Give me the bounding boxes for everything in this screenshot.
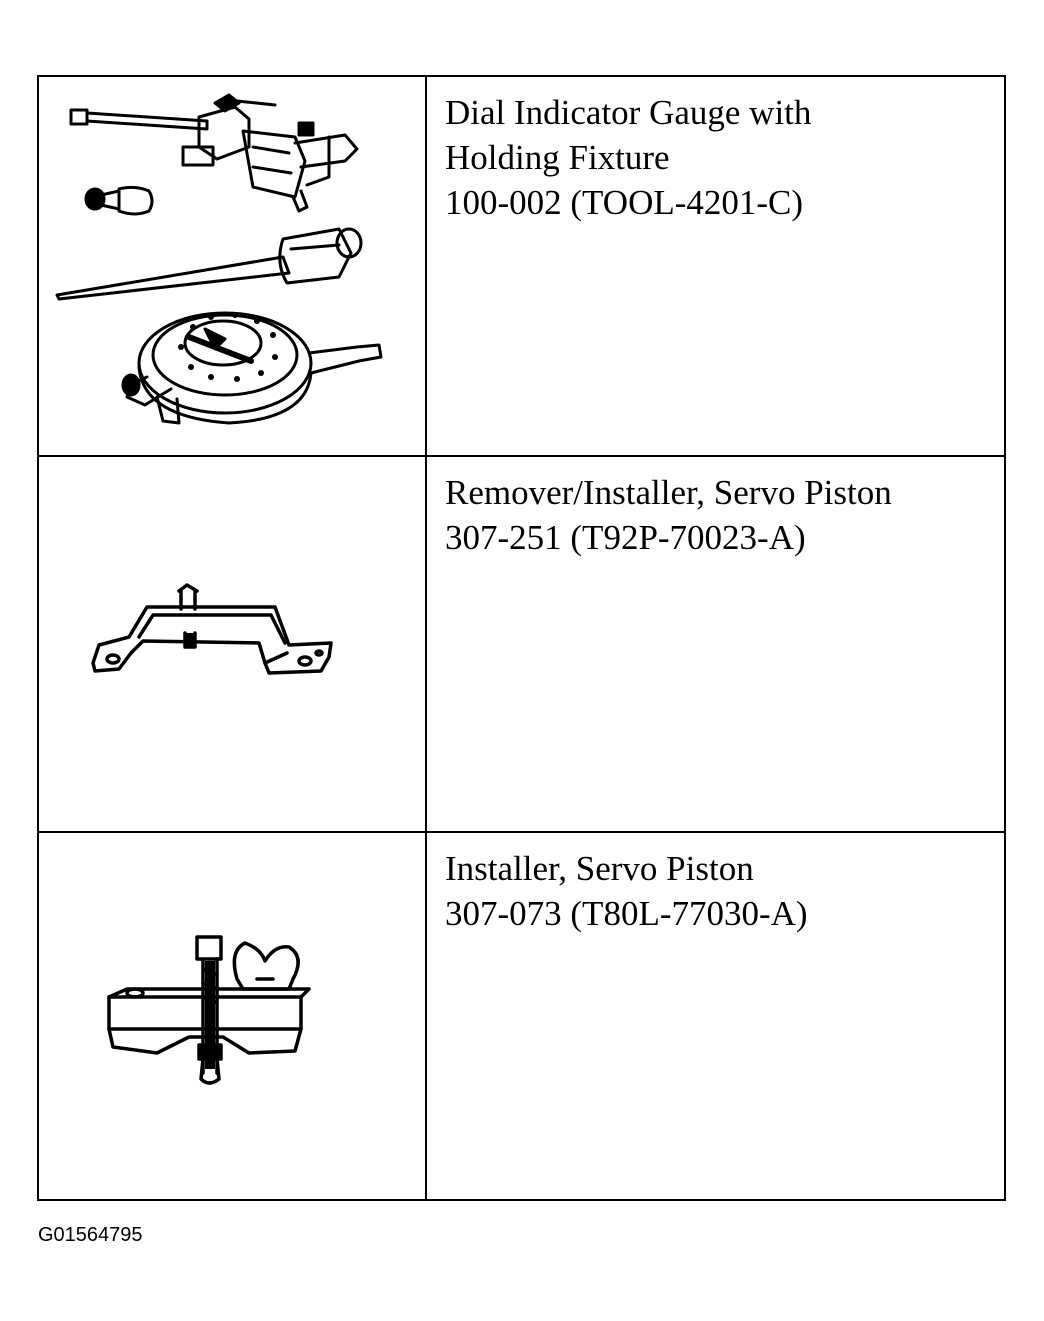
- tool-description-cell: Dial Indicator Gauge with Holding Fixtur…: [427, 77, 1004, 457]
- tool-description-cell: Installer, Servo Piston 307-073 (T80L-77…: [427, 833, 1004, 1199]
- dial-indicator-gauge-icon: [55, 93, 383, 425]
- tool-illustration-cell: [39, 457, 427, 833]
- servo-piston-remover-installer-icon: [91, 583, 333, 675]
- tool-part-number: 100-002 (TOOL-4201-C): [445, 183, 804, 222]
- tool-name-line: Dial Indicator Gauge with: [445, 93, 812, 132]
- tool-part-number: 307-073 (T80L-77030-A): [445, 894, 808, 933]
- special-tools-table: Dial Indicator Gauge with Holding Fixtur…: [37, 75, 1006, 1201]
- tool-name-line: Remover/Installer, Servo Piston: [445, 473, 892, 512]
- tool-description-cell: Remover/Installer, Servo Piston 307-251 …: [427, 457, 1004, 833]
- tool-name-line: Installer, Servo Piston: [445, 849, 754, 888]
- figure-id: G01564795: [38, 1224, 143, 1246]
- tool-part-number: 307-251 (T92P-70023-A): [445, 518, 806, 557]
- tool-illustration-cell: [39, 77, 427, 457]
- tool-illustration-cell: [39, 833, 427, 1199]
- servo-piston-installer-icon: [107, 935, 311, 1085]
- tool-name-line: Holding Fixture: [445, 138, 670, 177]
